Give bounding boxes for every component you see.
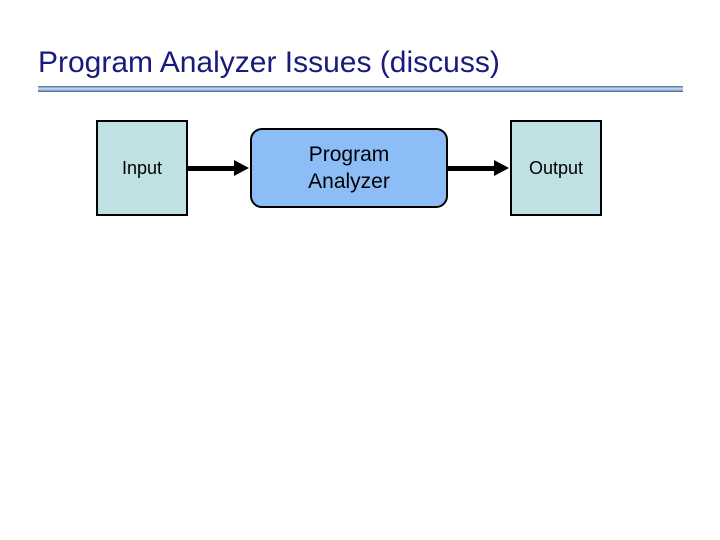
arrow-shaft xyxy=(448,166,496,171)
arrow-head xyxy=(494,160,509,176)
flow-node-input[interactable]: Input xyxy=(96,120,188,216)
flow-node-analyzer-label-line1: Program xyxy=(308,143,390,166)
flow-node-input-label: Input xyxy=(121,158,163,178)
flow-node-program-analyzer[interactable]: Program Analyzer xyxy=(250,128,448,208)
flow-node-output[interactable]: Output xyxy=(510,120,602,216)
arrow-input-to-analyzer-icon xyxy=(188,158,250,178)
flow-node-analyzer-label-line2: Analyzer xyxy=(308,170,390,193)
arrow-head xyxy=(234,160,249,176)
arrow-analyzer-to-output-icon xyxy=(448,158,510,178)
flow-node-output-label: Output xyxy=(528,158,584,178)
arrow-shaft xyxy=(188,166,236,171)
page-title: Program Analyzer Issues (discuss) xyxy=(38,46,500,79)
title-divider-rule xyxy=(38,86,683,92)
